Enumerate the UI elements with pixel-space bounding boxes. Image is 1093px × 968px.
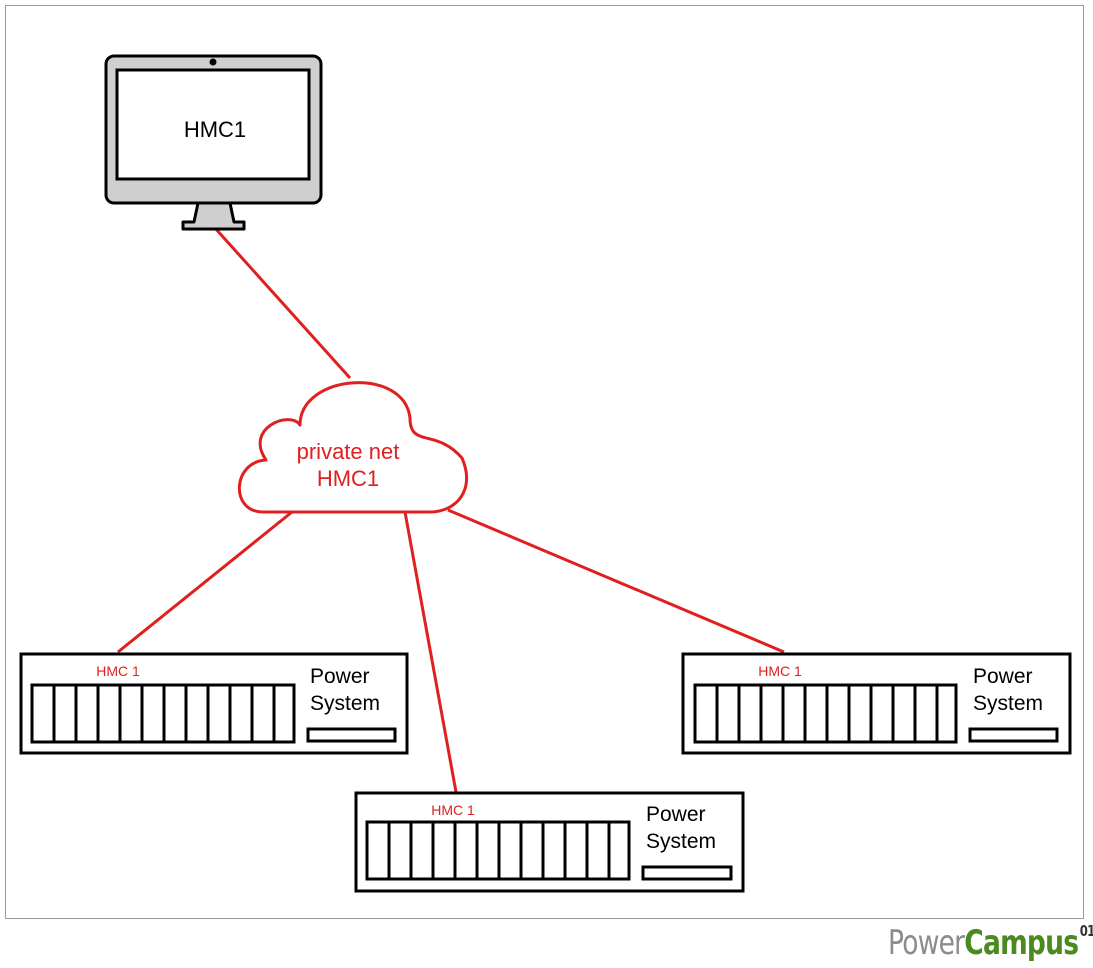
server-name-line2: System xyxy=(973,692,1043,715)
drive-bay-slots xyxy=(715,685,939,742)
server-name-line2: System xyxy=(310,692,380,715)
powercampus-logo: PowerCampus01 xyxy=(888,922,1093,966)
logo-part2: Campus xyxy=(964,923,1079,963)
power-system-server: HMC 1 Power System xyxy=(19,652,409,755)
hmc-port-label: HMC 1 xyxy=(758,663,802,679)
front-panel-slot xyxy=(641,865,733,881)
link-cloud-server-right xyxy=(447,508,785,654)
server-name-line1: Power xyxy=(310,665,370,688)
cloud-label-line1: private net xyxy=(297,439,400,464)
link-cloud-server-center xyxy=(403,511,458,793)
monitor-icon: HMC1 xyxy=(104,54,323,231)
cloud-label-line2: HMC1 xyxy=(317,466,379,491)
link-cloud-server-left xyxy=(117,510,293,654)
drive-bay-slots xyxy=(52,685,276,742)
private-network-cloud-icon: private net HMC1 xyxy=(237,381,469,514)
server-name-line1: Power xyxy=(973,665,1033,688)
logo-suffix: 01 xyxy=(1079,922,1093,940)
power-system-server: HMC 1 Power System xyxy=(681,652,1072,755)
drive-bay-slots xyxy=(387,822,611,879)
server-name-line1: Power xyxy=(646,803,706,826)
link-monitor-cloud xyxy=(213,226,352,380)
hmc-port-label: HMC 1 xyxy=(96,663,140,679)
diagram-frame xyxy=(5,5,1084,919)
monitor-label: HMC1 xyxy=(184,117,246,142)
front-panel-slot xyxy=(306,727,397,743)
network-links xyxy=(117,226,785,793)
power-system-server: HMC 1 Power System xyxy=(354,791,745,893)
logo-part1: Power xyxy=(888,923,965,963)
hmc-port-label: HMC 1 xyxy=(431,802,475,818)
front-panel-slot xyxy=(968,727,1059,743)
server-name-line2: System xyxy=(646,830,716,853)
